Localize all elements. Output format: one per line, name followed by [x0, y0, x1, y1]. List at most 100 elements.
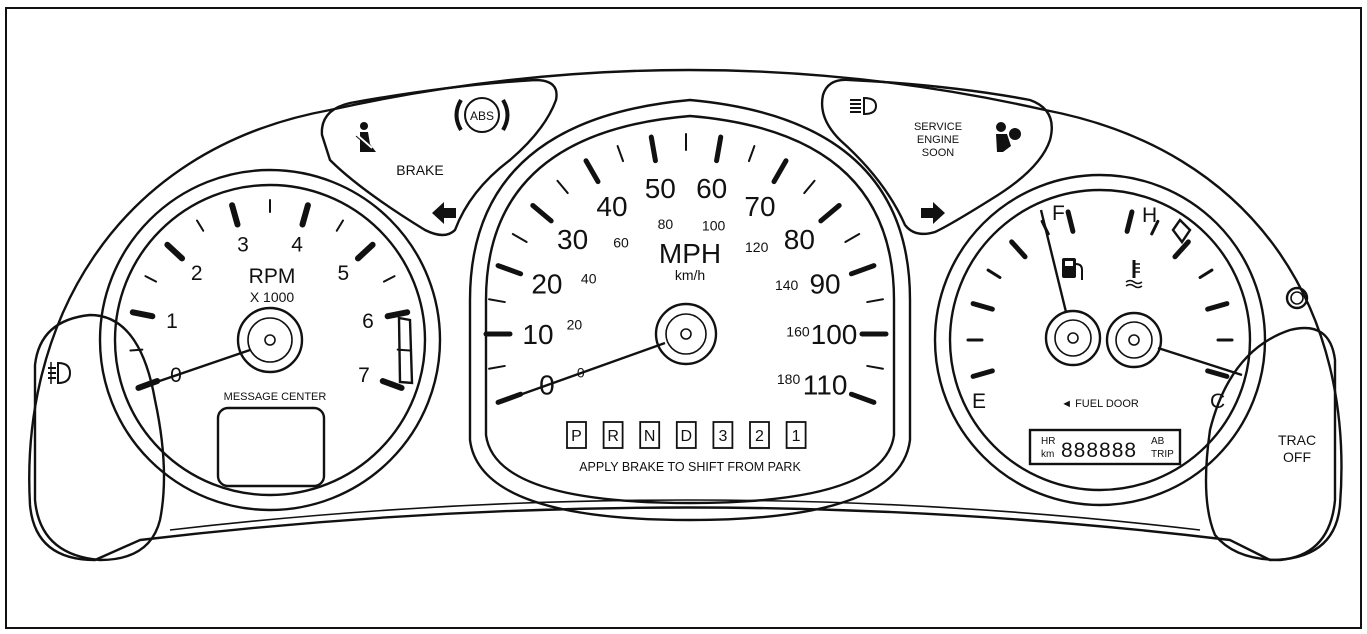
odometer-km: km — [1041, 449, 1054, 460]
fuel-temp-bezel — [933, 173, 1267, 507]
speedometer-tick — [488, 298, 506, 304]
tachometer-tick — [299, 202, 311, 228]
speedometer-needle — [499, 341, 666, 404]
prndl-box — [785, 421, 807, 449]
tachometer-tick — [195, 219, 205, 232]
tachometer-tick — [129, 309, 156, 320]
speedometer-mph-label: 30 — [557, 224, 588, 255]
fuel-full-label: F — [1052, 202, 1065, 225]
speedometer-mph-label: 20 — [531, 268, 562, 299]
tachometer-label: 5 — [337, 262, 349, 285]
cluster-housing — [28, 68, 1343, 562]
prndl-box — [712, 421, 734, 449]
speedometer-tick — [495, 263, 524, 277]
temp-tick — [1205, 368, 1230, 379]
speedometer-tick — [511, 233, 528, 243]
abs-label: ABS — [470, 109, 494, 123]
tachometer-label: 3 — [237, 234, 249, 257]
speedometer-tick — [616, 145, 625, 163]
speedometer-tick — [648, 134, 658, 164]
speedometer-tick — [583, 158, 601, 185]
tachometer-tick — [129, 348, 144, 352]
fuel-tick — [1009, 239, 1028, 260]
temp-tick — [1198, 268, 1214, 279]
speedometer-hub-mid — [665, 313, 707, 355]
prndl-letter: 1 — [792, 428, 801, 445]
fuel-tick — [970, 301, 995, 312]
speedometer-mph-label: 10 — [522, 319, 553, 350]
speedometer-kmh-label: 100 — [702, 217, 726, 233]
speedometer-mph-label: 100 — [811, 319, 858, 350]
speedometer-ticks — [483, 133, 889, 405]
tachometer-hub-outer — [236, 306, 304, 374]
tachometer-label: 7 — [358, 364, 370, 387]
odometer-ab: AB — [1151, 436, 1165, 447]
temp-hub-mid — [1115, 321, 1153, 359]
service-engine-line2: ENGINE — [917, 134, 959, 146]
speedometer-bezel — [468, 98, 912, 522]
service-engine-line1: SERVICE — [914, 121, 962, 133]
right-warning-pod — [820, 78, 1053, 236]
odometer-hr: HR — [1041, 436, 1055, 447]
speedometer-face — [484, 114, 896, 505]
speedometer-tick — [848, 263, 877, 277]
temp-tick — [1124, 209, 1135, 234]
fuel-temp-face — [948, 188, 1252, 492]
brake-label: BRAKE — [396, 162, 443, 178]
speedometer-tick — [747, 145, 756, 163]
tachometer-label: 1 — [166, 310, 178, 333]
tachometer-needle — [141, 348, 251, 389]
abs-icon: ABS — [454, 97, 510, 133]
odometer-display — [1028, 428, 1182, 466]
speedometer-hub-outer — [654, 302, 718, 366]
prndl-letter: P — [571, 428, 582, 445]
temp-hot-label: H — [1142, 204, 1157, 227]
speedometer-unit-metric: km/h — [675, 267, 705, 283]
prndl-letter: 3 — [718, 428, 727, 445]
tachometer-tick — [382, 275, 396, 283]
tachometer-tick — [354, 241, 376, 262]
odometer-digits: 888888 — [1061, 439, 1137, 462]
speedometer-tick — [803, 179, 816, 195]
left-end-pod — [33, 313, 166, 562]
indicator-lamp-icon — [1285, 286, 1309, 310]
tachometer-tick — [229, 202, 241, 228]
tachometer-tick — [379, 378, 405, 391]
temp-tick — [1150, 219, 1160, 236]
fuel-hub-outer — [1044, 309, 1102, 367]
odometer-trip: TRIP — [1151, 449, 1174, 460]
tachometer-redline-band — [397, 316, 414, 385]
speedometer-kmh-label: 60 — [613, 235, 629, 251]
tachometer-tick — [384, 309, 411, 320]
speedometer-tick — [866, 298, 884, 304]
prndl-box — [749, 421, 770, 449]
temp-hub-outer — [1105, 311, 1163, 369]
right-turn-signal-icon — [921, 202, 945, 224]
speedometer-tick — [848, 391, 877, 405]
tachometer-title: RPM — [249, 265, 296, 288]
prndl-box — [566, 421, 587, 449]
speedometer-mph-label: 110 — [803, 370, 848, 401]
speedometer-kmh-label: 80 — [658, 216, 674, 232]
tachometer-label: 4 — [291, 234, 303, 257]
left-turn-signal-icon — [432, 202, 456, 224]
speedometer-tick — [714, 134, 724, 164]
prndl-letter: R — [607, 428, 619, 445]
prndl-letter: N — [644, 428, 656, 445]
temp-hot-zone-marker — [1171, 218, 1192, 245]
speedometer-tick — [818, 202, 842, 224]
fog-lamp-icon — [48, 361, 72, 385]
temp-tick — [1205, 301, 1230, 312]
housing-bottom-line — [169, 499, 1201, 531]
speedometer-kmh-label: 180 — [777, 371, 801, 387]
prndl-box — [675, 421, 697, 449]
temp-needle — [1157, 346, 1243, 377]
speedometer-kmh-label: 20 — [567, 317, 583, 333]
speedometer-mph-label: 60 — [696, 173, 727, 204]
tachometer-label: 6 — [362, 310, 374, 333]
tachometer-tick — [164, 241, 186, 262]
fuel-empty-label: E — [972, 390, 986, 413]
service-engine-line3: SOON — [922, 147, 954, 159]
tachometer-bezel — [98, 168, 442, 512]
